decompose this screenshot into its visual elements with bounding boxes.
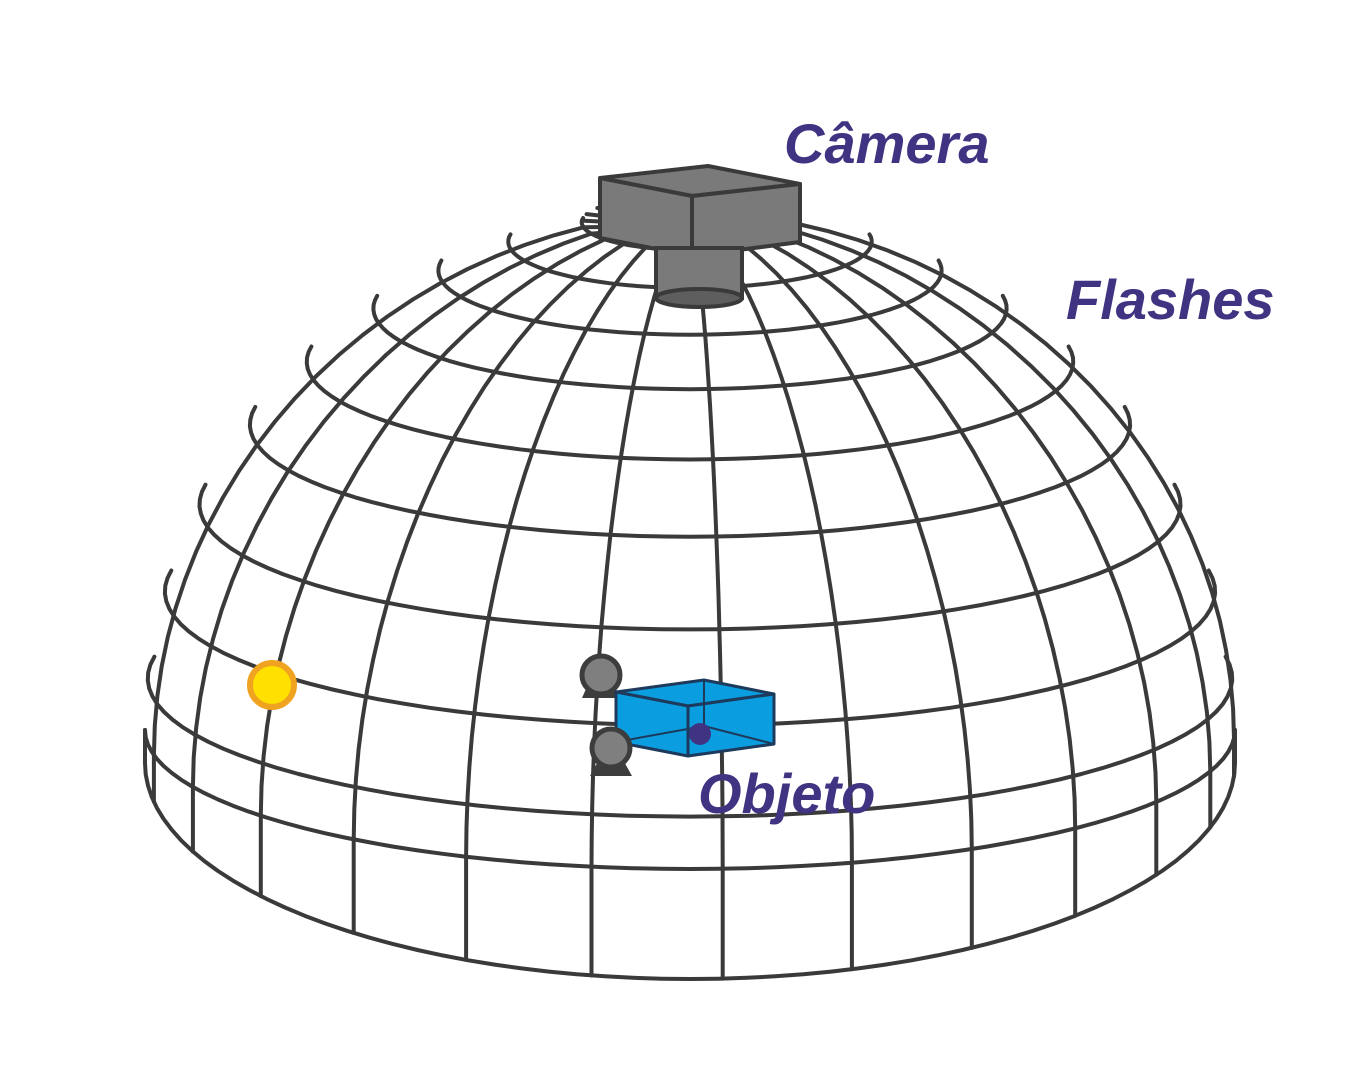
dome-ring-line bbox=[304, 344, 1076, 462]
flashes-label: Flashes bbox=[1066, 268, 1275, 331]
camera-box-icon bbox=[598, 164, 802, 309]
dome-meridian-line bbox=[791, 228, 1213, 774]
dome-meridian-line bbox=[464, 245, 648, 859]
dome-ring-line bbox=[247, 404, 1133, 539]
camera-label: Câmera bbox=[784, 112, 990, 175]
object-label: Objeto bbox=[698, 762, 876, 825]
flash-light-icon bbox=[247, 660, 297, 710]
camera-side-face bbox=[690, 182, 802, 258]
dome-meridian-line bbox=[151, 225, 586, 757]
camera-lens-rim bbox=[654, 287, 744, 309]
object-point bbox=[689, 723, 711, 745]
dome-meridian-line bbox=[796, 222, 1236, 741]
tripod-mount-icon bbox=[589, 726, 633, 776]
object-inner-edge bbox=[703, 725, 775, 745]
dome-rim-line bbox=[143, 728, 1237, 871]
dome-meridian-line bbox=[720, 246, 854, 865]
dome-meridian-line bbox=[190, 231, 594, 789]
dome-base-line bbox=[143, 761, 1237, 981]
tripod-mount-icon bbox=[579, 653, 623, 698]
dome-meridian-line bbox=[351, 242, 626, 842]
dome-ring-line bbox=[197, 482, 1183, 632]
object-box bbox=[614, 678, 776, 758]
dome-meridian-line bbox=[764, 239, 1078, 831]
object-front-face bbox=[614, 690, 690, 758]
dome-meridian-line bbox=[780, 234, 1159, 804]
dome-meridian-line bbox=[744, 244, 974, 851]
